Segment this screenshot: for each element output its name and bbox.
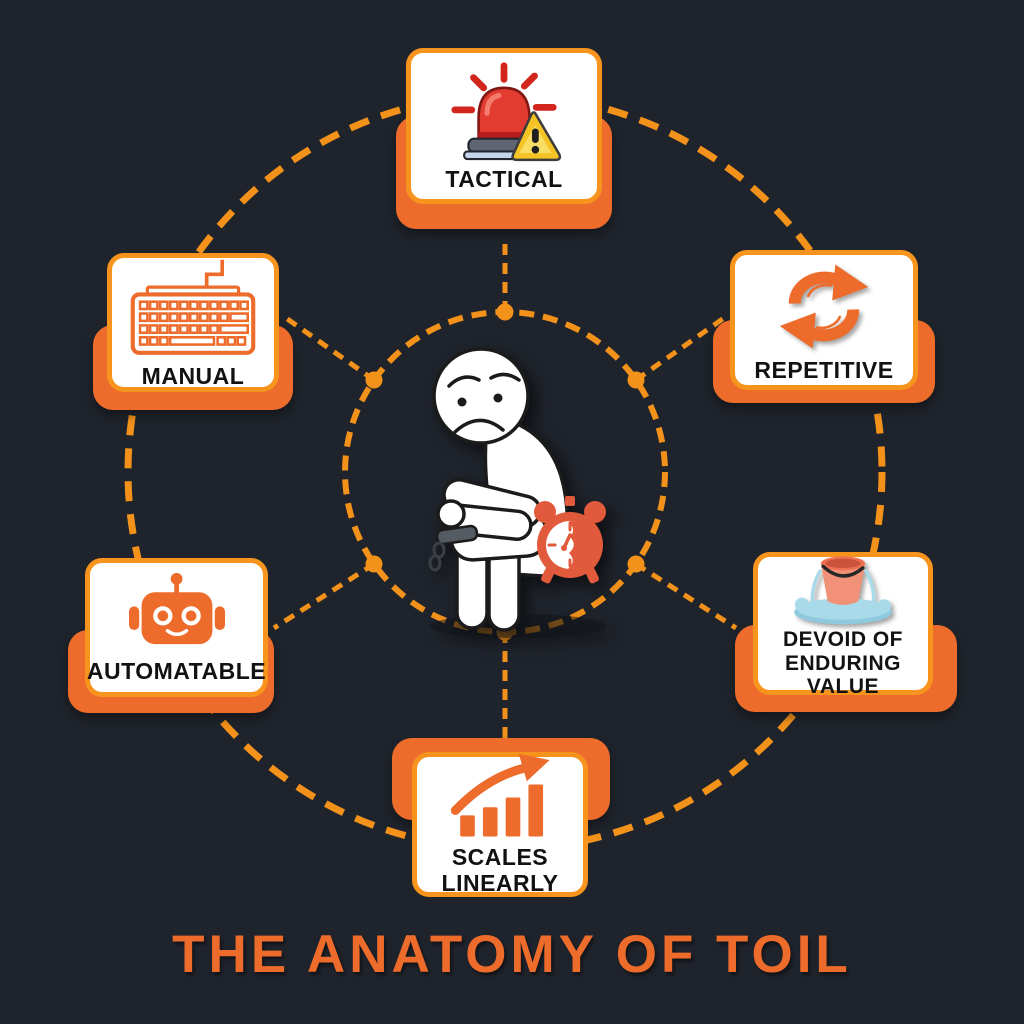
cycle-arrows-icon: [779, 264, 869, 349]
node-label: REPETITIVE: [754, 356, 894, 383]
node-card-tactical: TACTICAL: [396, 48, 612, 229]
node-label: TACTICAL: [445, 166, 563, 193]
outer-dashed-circle: [124, 91, 886, 853]
robot-icon: [128, 573, 225, 645]
sad-face: [447, 372, 521, 434]
node-card-devoid-of-enduring-value: DEVOID OF ENDURING VALUE: [735, 552, 957, 712]
spoke-lines: [272, 238, 738, 744]
rising-bar-chart-icon: [450, 753, 550, 837]
warning-triangle-icon: [511, 111, 562, 162]
sad-shackled-person-with-alarm-clock-icon: [428, 347, 606, 638]
node-label: AUTOMATABLE: [86, 658, 267, 685]
node-card-scales-linearly: SCALES LINEARLY: [392, 738, 610, 897]
node-label: MANUAL: [141, 362, 245, 389]
alarm-clock-icon: [534, 496, 606, 584]
node-label: DEVOID OF ENDURING VALUE: [782, 628, 903, 699]
page-title: THE ANATOMY OF TOIL: [172, 925, 852, 984]
siren-alert-icon: [451, 62, 562, 162]
keyboard-icon: [130, 259, 256, 355]
node-label: SCALES LINEARLY: [441, 844, 559, 896]
node-card-automatable: AUTOMATABLE: [68, 558, 274, 713]
leaky-bucket-icon: [794, 556, 892, 625]
wrist-shackle: [428, 524, 479, 572]
node-card-manual: MANUAL: [93, 253, 293, 410]
node-card-repetitive: REPETITIVE: [713, 250, 935, 403]
